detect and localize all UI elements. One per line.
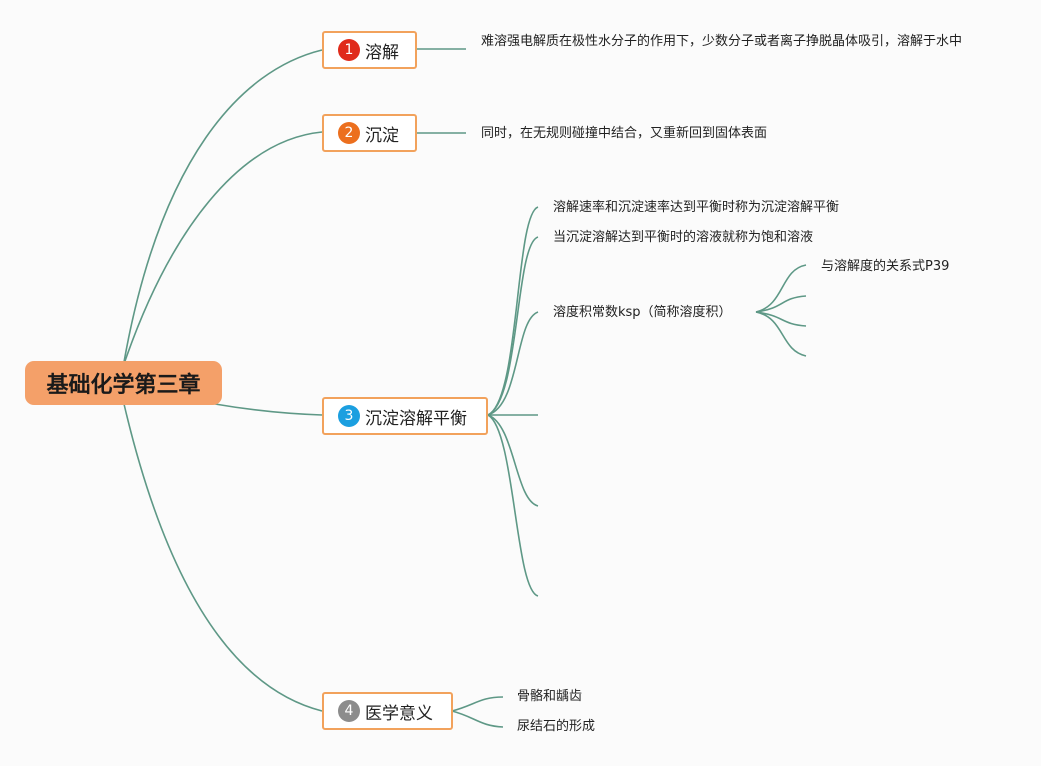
detail-precipitate[interactable]: 同时，在无规则碰撞中结合，又重新回到固体表面 <box>481 126 768 141</box>
equilibrium-item-ksp[interactable]: 溶度积常数ksp（简称溶度积） <box>553 305 732 320</box>
connector-topic-4-child-1 <box>451 696 504 712</box>
equilibrium-item-1[interactable]: 溶解速率和沉淀速率达到平衡时称为沉淀溶解平衡 <box>553 200 840 215</box>
connector-ksp-child-3 <box>755 311 807 327</box>
topic-equilibrium[interactable]: 3 沉淀溶解平衡 <box>322 397 488 435</box>
connector-topic-3-child-5 <box>487 414 539 507</box>
topic-label: 沉淀 <box>365 125 399 146</box>
topic-label: 沉淀溶解平衡 <box>365 408 467 429</box>
topic-label: 溶解 <box>365 42 399 63</box>
medical-item-1[interactable]: 骨骼和龋齿 <box>517 689 583 704</box>
connector-topic-4-child-2 <box>451 710 504 728</box>
connector-ksp-child-4 <box>755 311 807 357</box>
topic-dissolve[interactable]: 1 溶解 <box>322 31 417 69</box>
number-badge-4: 4 <box>338 700 360 722</box>
medical-item-2[interactable]: 尿结石的形成 <box>517 719 596 734</box>
number-badge-1: 1 <box>338 39 360 61</box>
topic-medical[interactable]: 4 医学意义 <box>322 692 453 730</box>
connector-ksp-child-2 <box>755 295 807 313</box>
connector-root-topic-4 <box>123 403 323 712</box>
connector-topic-3-child-2 <box>487 236 539 416</box>
topic-precipitate[interactable]: 2 沉淀 <box>322 114 417 152</box>
number-badge-2: 2 <box>338 122 360 144</box>
root-topic[interactable]: 基础化学第三章 <box>25 361 222 405</box>
ksp-child-1[interactable]: 与溶解度的关系式P39 <box>821 259 950 274</box>
connector-ksp-child-1 <box>755 264 807 313</box>
topic-label: 医学意义 <box>365 703 433 724</box>
connector-topic-3-child-6 <box>487 414 539 597</box>
equilibrium-item-2[interactable]: 当沉淀溶解达到平衡时的溶液就称为饱和溶液 <box>553 230 814 245</box>
detail-dissolve[interactable]: 难溶强电解质在极性水分子的作用下，少数分子或者离子挣脱晶体吸引，溶解于水中 <box>481 34 963 49</box>
connector-root-topic-2 <box>123 131 323 365</box>
number-badge-3: 3 <box>338 405 360 427</box>
connector-root-topic-1 <box>123 49 323 363</box>
connector-topic-3-child-3 <box>487 311 539 416</box>
connector-root-topic-3 <box>214 403 323 416</box>
connector-topic-3-child-1 <box>487 206 539 416</box>
